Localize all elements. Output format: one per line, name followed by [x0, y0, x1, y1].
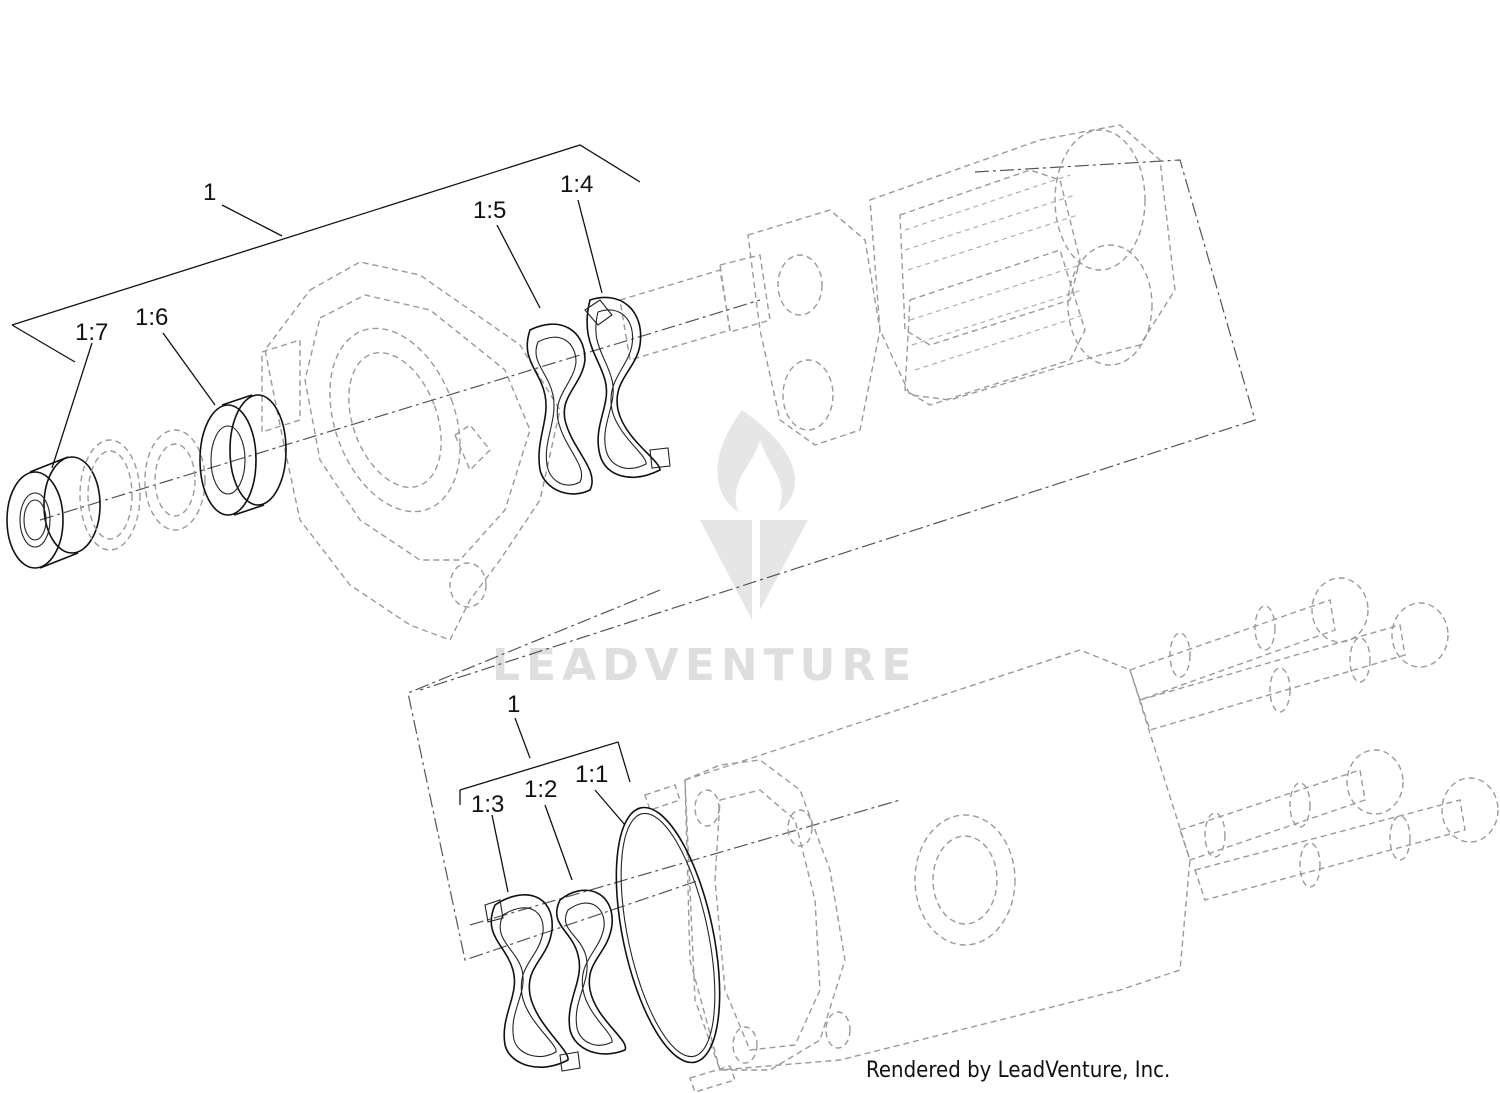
bolts-ghost: [1129, 577, 1499, 901]
lower-group-frame: [407, 589, 701, 961]
callout-1-lower: 1: [507, 691, 520, 718]
part-1-1-o-ring: [615, 806, 721, 1064]
callout-1-2: 1:2: [524, 776, 557, 803]
callout-1-6: 1:6: [135, 304, 168, 331]
snap-ring-ghost: [79, 429, 206, 551]
lower-housing-ghost: [644, 649, 1191, 1093]
callout-1-upper: 1: [203, 179, 216, 206]
upper-center-axis: [39, 299, 761, 521]
part-1-5-gasket: [526, 323, 593, 495]
callout-1-1: 1:1: [575, 761, 608, 788]
upper-callout-bracket: [11, 144, 641, 469]
callout-1-3: 1:3: [471, 791, 504, 818]
watermark-text: LEADVENTURE: [492, 640, 917, 691]
render-credit: Rendered by LeadVenture, Inc.: [866, 1058, 1171, 1083]
part-1-2-seal-plate: [555, 889, 627, 1055]
part-1-3-seal-plate: [484, 894, 581, 1072]
part-1-4-seal-plate: [584, 296, 671, 478]
upper-housing-ghost: [261, 261, 561, 641]
upper-gear-pump-ghost: [619, 124, 1176, 446]
callout-1-4: 1:4: [560, 171, 593, 198]
leadventure-watermark: LEADVENTURE: [492, 410, 917, 691]
callout-1-5: 1:5: [473, 197, 506, 224]
upper-group-frame: [419, 159, 1256, 691]
callout-1-7: 1:7: [75, 319, 108, 346]
part-1-7-bearing: [6, 456, 101, 569]
lower-callout-bracket: [459, 717, 631, 893]
part-1-6-seal: [199, 394, 287, 516]
